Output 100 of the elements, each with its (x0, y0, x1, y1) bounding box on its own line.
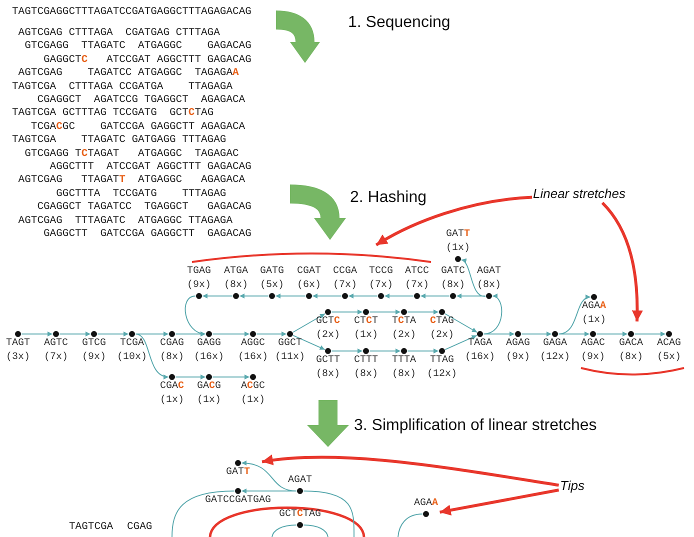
sequence-label: GGCT (11x) (275, 337, 305, 365)
connector (407, 348, 439, 354)
sequence-read: TCCGATG (112, 188, 157, 200)
sequence-label: AGAA (414, 497, 438, 511)
connector (272, 524, 297, 537)
sequence-read: TTTAGATC (75, 214, 126, 227)
sequence-label: AGAA (1x) (582, 300, 606, 328)
sequence-read: GAGGCTT (44, 228, 88, 240)
sequence-label: TCCG (7x) (369, 265, 393, 293)
callout-text: Linear stretches (533, 186, 626, 202)
sequence-read: TTAGATC (81, 40, 126, 52)
sequence-label: AGTC (7x) (44, 337, 68, 365)
sequence-label: GTCG (9x) (82, 337, 106, 365)
connector (303, 490, 354, 537)
sequence-read: ATCCGAT (106, 54, 151, 66)
sequence-read: TTAGAGA (188, 80, 232, 93)
sequence-read: AGATCCG (94, 94, 138, 106)
connector (239, 294, 269, 298)
connector (483, 294, 502, 334)
connector (256, 332, 287, 336)
connector (558, 296, 591, 334)
sequence-read: ATCCGAT (106, 161, 151, 173)
connector (420, 294, 450, 298)
connector (348, 294, 378, 298)
connector (212, 332, 250, 336)
connector (444, 313, 478, 333)
sequence-label: GCTCTAG (278, 508, 322, 522)
connector (312, 294, 342, 298)
sequence-read: AGTCGAG (18, 67, 62, 80)
sequence-label: TTTA (8x) (392, 354, 416, 382)
connector (331, 348, 363, 354)
connector (558, 332, 590, 336)
step-heading: 1. Sequencing (348, 13, 450, 32)
connector (59, 332, 91, 336)
sequence-label: GATT (226, 466, 250, 480)
sequence-read: AGTCGAG (18, 27, 62, 39)
sequence-read: CGAGGCT (37, 201, 82, 214)
sequence-read: GAGGCTT (150, 228, 195, 240)
step-heading: 3. Simplification of linear stretches (354, 416, 597, 435)
sequence-read: TGAGGCT (144, 201, 188, 214)
connector (135, 332, 169, 336)
connector (292, 334, 326, 350)
sequence-read: GAGACAG (207, 201, 252, 214)
sequence-read: CTTTAGA (68, 80, 113, 93)
connector (407, 310, 439, 314)
sequence-read: TAGATCC (88, 67, 132, 80)
connector (634, 332, 666, 336)
sequence-read: CCGATGA (119, 80, 164, 93)
sequence-read: GAGGCTC (44, 54, 88, 66)
sequence-label: CGAC (1x) (160, 380, 184, 408)
sequence-read: TCTAGAT (75, 148, 120, 160)
sequence-label: CCGA (7x) (333, 265, 357, 293)
sequence-label: GAGG (16x) (194, 337, 224, 365)
callout-text: Tips (560, 478, 584, 494)
connector (369, 310, 401, 314)
sequence-label: ACGC (1x) (240, 380, 266, 408)
sequence-label: CTCT (1x) (354, 315, 378, 343)
sequence-label: AGAC (9x) (581, 337, 605, 365)
sequence-read: TTTAGAG (182, 188, 226, 200)
sequence-label: CGAG (127, 521, 152, 533)
sequence-read: GCTCTAG (170, 107, 214, 120)
sequence-read: TAGTCGA (12, 134, 56, 146)
arrow (601, 202, 643, 322)
sequence-label: AGAT (288, 474, 312, 488)
connector (384, 294, 414, 298)
sequence-label: GAGA (12x) (540, 337, 570, 365)
sequence-label: CTAG (2x) (430, 315, 454, 343)
sequence-read: GTCGAGG (24, 148, 69, 160)
sequence-read: ATGAGGC (138, 148, 182, 160)
sequence-read: GAGACAG (207, 228, 252, 240)
connector (303, 524, 328, 537)
arrow (262, 454, 560, 487)
sequence-read: GAGACAG (207, 161, 252, 173)
connector (398, 514, 423, 537)
sequence-read: ATGAGGC (138, 67, 182, 80)
sequence-read: TTTAGAG (182, 134, 226, 146)
sequence-label: TGAG (9x) (187, 265, 211, 293)
connector (135, 334, 169, 379)
sequence-read: TAGAGAC (194, 148, 239, 160)
sequence-read: GAGACAG (207, 40, 252, 52)
sequence-read: TTAGATC (81, 134, 126, 146)
sequence-read: TAGTCGA (12, 107, 56, 120)
sequence-label: ACAG (5x) (657, 337, 681, 365)
sequence-label: GATC (8x) (441, 265, 465, 293)
sequence-read: AGGCTTT (156, 161, 201, 173)
sequence-read: AGTCGAG (18, 214, 62, 227)
sequence-read: CGAGGCT (37, 94, 82, 106)
sequence-read: GAGGCTT (150, 120, 195, 133)
sequence-label: ATGA (8x) (224, 265, 248, 293)
sequence-read: TCCGATG (112, 107, 157, 120)
sequence-label: GACA (8x) (619, 337, 643, 365)
step-heading: 2. Hashing (350, 188, 426, 207)
connector (184, 296, 206, 336)
sequence-read: AGGCTTT (50, 161, 94, 173)
sequence-read: TAGATCC (88, 201, 132, 214)
sequence-read: TAGAGAA (194, 67, 239, 80)
connector (483, 332, 515, 336)
sequence-read: AGAGACA (201, 120, 246, 133)
sequence-read: TTAGAGA (188, 214, 232, 227)
sequence-label: CGAT (6x) (297, 265, 321, 293)
